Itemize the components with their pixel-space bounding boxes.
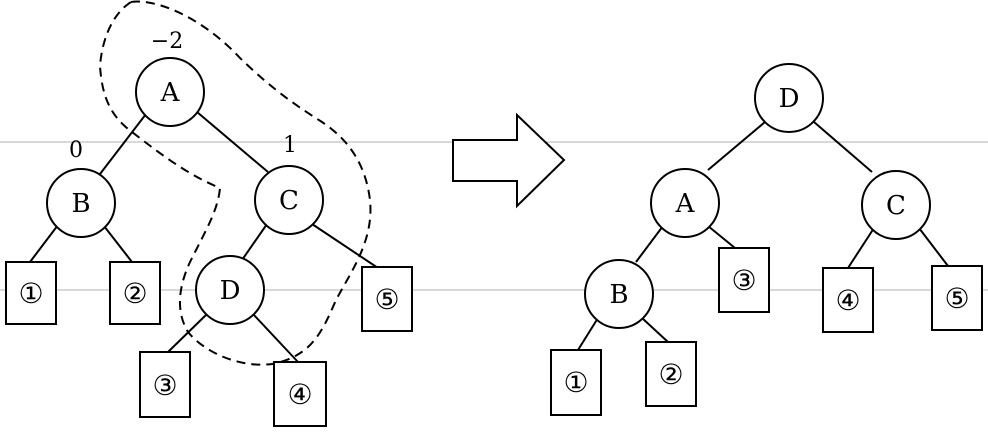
node-b: B bbox=[584, 259, 654, 329]
node-b-label: B bbox=[71, 189, 90, 219]
edge-a-c bbox=[196, 111, 269, 173]
node-c: C bbox=[254, 165, 324, 235]
edge-d-leaf3 bbox=[167, 313, 208, 353]
leaf-2-label: ② bbox=[122, 277, 147, 310]
leaf-1-label: ① bbox=[563, 366, 588, 399]
transform-arrow-icon bbox=[452, 112, 566, 209]
leaf-3: ③ bbox=[718, 247, 770, 313]
tree-after: D A C B ① ② ③ ④ bbox=[550, 63, 983, 416]
leaf-2: ② bbox=[645, 341, 697, 407]
balance-factor-c: 1 bbox=[283, 133, 297, 158]
node-b: B bbox=[46, 168, 116, 238]
leaf-4-label: ④ bbox=[287, 378, 312, 411]
edge-d-c bbox=[813, 121, 873, 173]
node-c-label: C bbox=[886, 191, 906, 221]
node-c-label: C bbox=[279, 186, 299, 216]
edge-a-b bbox=[635, 225, 664, 263]
balance-factor-a: −2 bbox=[151, 29, 183, 54]
node-d-label: D bbox=[220, 276, 241, 306]
edge-c-d bbox=[241, 223, 268, 261]
edge-a-b bbox=[99, 113, 147, 175]
edge-b-leaf1 bbox=[29, 224, 59, 263]
leaf-5: ⑤ bbox=[361, 266, 413, 332]
leaf-5-label: ⑤ bbox=[374, 283, 399, 316]
leaf-1-label: ① bbox=[18, 277, 43, 310]
edge-b-leaf2 bbox=[103, 225, 133, 263]
leaf-3-label: ③ bbox=[731, 264, 756, 297]
node-a: A bbox=[135, 57, 205, 127]
leaf-3: ③ bbox=[139, 351, 191, 418]
edge-d-leaf4 bbox=[252, 313, 299, 363]
edge-a-leaf3 bbox=[707, 225, 736, 249]
leaf-2: ② bbox=[109, 261, 161, 325]
node-b-label: B bbox=[609, 280, 628, 310]
node-a-label: A bbox=[160, 78, 181, 108]
node-d-label: D bbox=[779, 84, 800, 114]
tree-before: A B C D −2 0 1 ① ② ③ bbox=[5, 0, 413, 427]
leaf-4: ④ bbox=[273, 361, 327, 427]
edge-c-leaf5 bbox=[918, 227, 949, 267]
leaf-5-label: ⑤ bbox=[944, 282, 969, 315]
leaf-4-label: ④ bbox=[835, 284, 860, 317]
rotation-region-outline bbox=[98, 0, 372, 366]
edge-d-a bbox=[707, 121, 766, 171]
leaf-2-label: ② bbox=[658, 358, 683, 391]
leaf-1: ① bbox=[5, 261, 57, 325]
leaf-4: ④ bbox=[822, 267, 874, 333]
node-c: C bbox=[861, 170, 931, 240]
edge-b-leaf2 bbox=[641, 317, 669, 343]
edge-b-leaf1 bbox=[577, 317, 599, 351]
node-d: D bbox=[754, 63, 824, 133]
leaf-1: ① bbox=[550, 349, 602, 416]
edge-c-leaf5 bbox=[311, 223, 379, 269]
node-a: A bbox=[650, 168, 720, 238]
edge-c-leaf4 bbox=[847, 227, 875, 269]
balance-factor-b: 0 bbox=[69, 138, 83, 163]
node-a-label: A bbox=[675, 189, 696, 219]
node-d: D bbox=[195, 255, 265, 325]
leaf-3-label: ③ bbox=[152, 369, 177, 402]
leaf-5: ⑤ bbox=[931, 265, 983, 331]
